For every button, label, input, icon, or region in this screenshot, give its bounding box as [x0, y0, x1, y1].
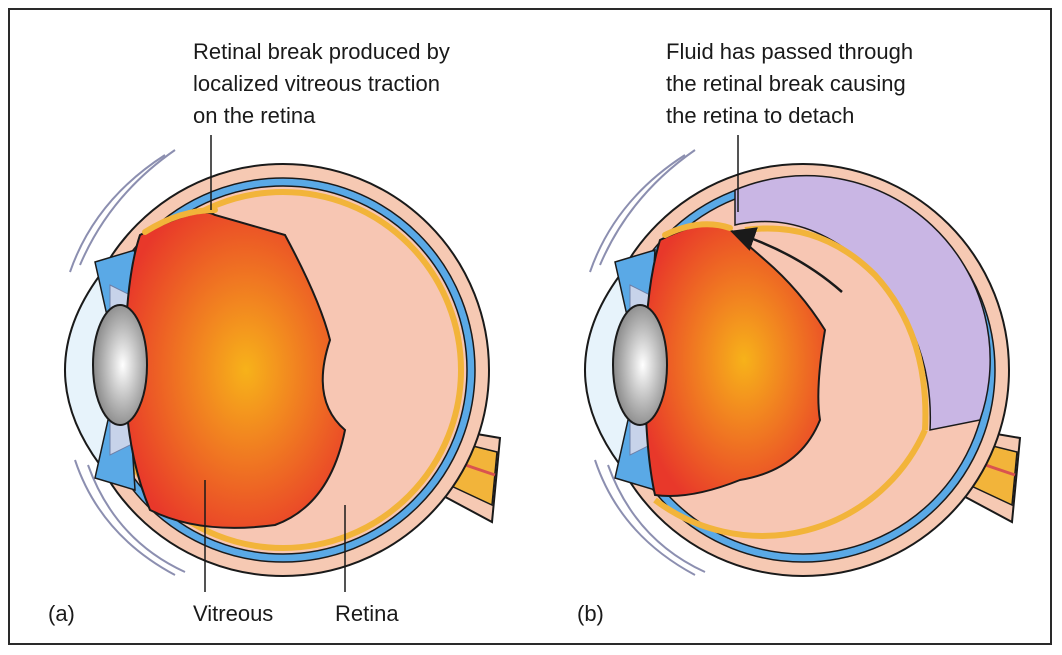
detached-retina — [744, 225, 929, 431]
upper-eyelid-line-b — [589, 154, 686, 273]
lower-eyelid-line-b — [594, 459, 696, 576]
fluid-flow-arrow — [730, 227, 843, 293]
panel-a-callout: Retinal break produced by localized vitr… — [193, 39, 450, 128]
retinal-break-flap — [142, 207, 218, 235]
lower-eyelid-line — [74, 459, 176, 576]
retina-label: Retina — [335, 601, 399, 626]
lens-b — [612, 304, 668, 426]
upper-eyelid-line — [69, 154, 166, 273]
panel-b-callout: Fluid has passed through the retinal bre… — [666, 39, 914, 128]
vitreous-label: Vitreous — [193, 601, 274, 626]
lower-eyelid-line-b-2 — [607, 464, 706, 573]
lens — [92, 304, 148, 426]
attached-retina-b — [653, 428, 928, 539]
retinal-break-flap-b — [662, 221, 733, 238]
upper-eyelid-line-2 — [79, 149, 176, 266]
lower-eyelid-line-2 — [87, 464, 186, 573]
upper-eyelid-line-b-2 — [599, 149, 696, 266]
panel-a-letter: (a) — [48, 601, 75, 626]
panel-b-letter: (b) — [577, 601, 604, 626]
